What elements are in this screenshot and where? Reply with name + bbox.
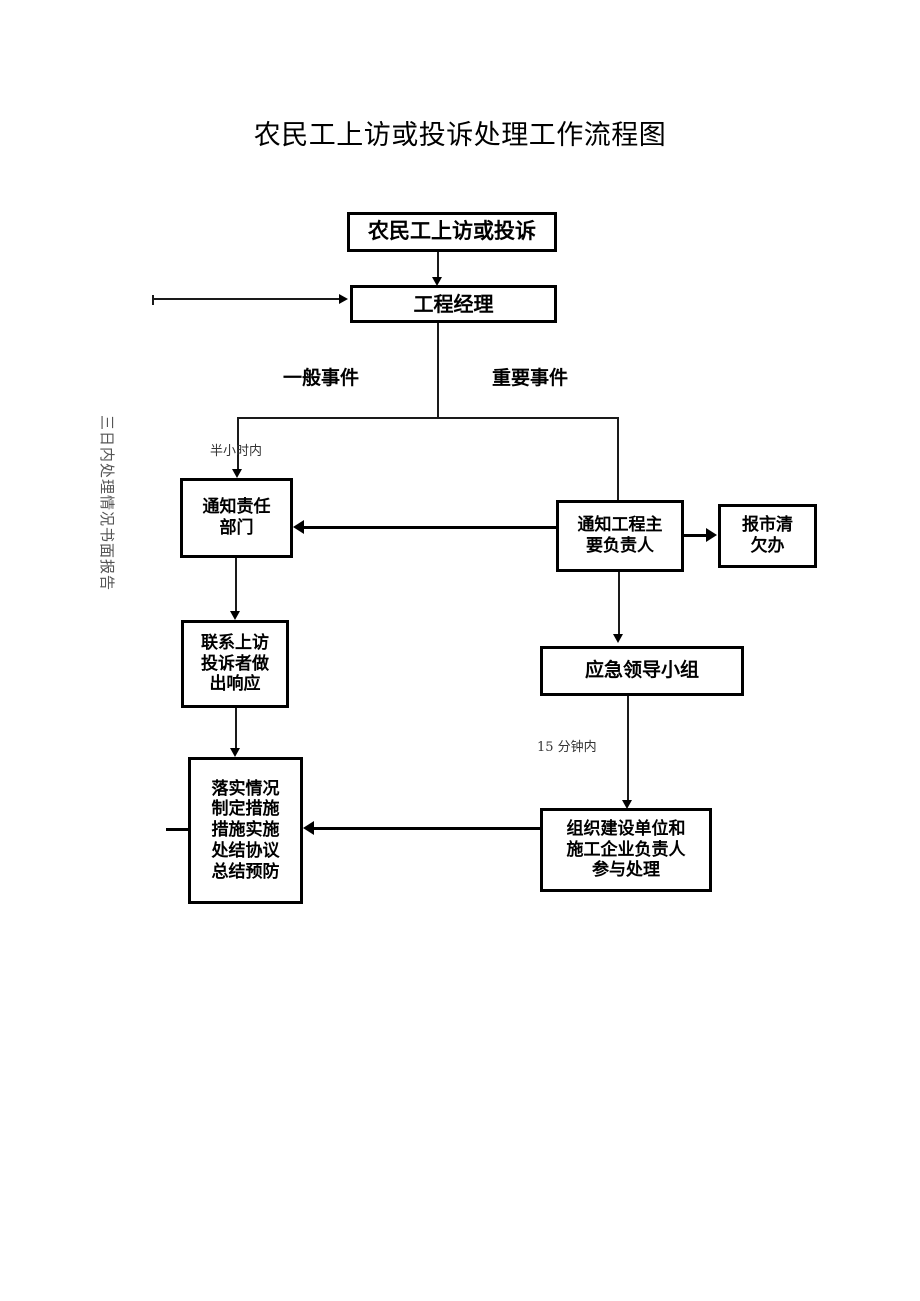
time-label-half-hour: 半小时内 (210, 444, 263, 459)
arrowhead-organize-to-implement (303, 821, 314, 835)
arrowhead-leader-to-emergency (613, 634, 623, 643)
node-emergency-group: 应急领导小组 (540, 646, 744, 696)
connector-right-branch-down (617, 417, 619, 500)
arrowhead-leader-to-office (706, 528, 717, 542)
node-organize-parties-label: 组织建设单位和 施工企业负责人 参与处理 (566, 818, 686, 881)
connector-organize-to-implement (313, 827, 543, 830)
node-complaint: 农民工上访或投诉 (347, 212, 557, 252)
connector-complaint-to-manager (437, 252, 439, 278)
node-notify-dept: 通知责任 部门 (180, 478, 293, 558)
node-organize-parties: 组织建设单位和 施工企业负责人 参与处理 (540, 808, 712, 892)
connector-manager-branch-trunk (437, 323, 439, 418)
node-project-manager-label: 工程经理 (413, 291, 494, 316)
connector-implement-feedback-stub (166, 828, 190, 831)
page-title: 农民工上访或投诉处理工作流程图 (253, 120, 667, 151)
node-report-office-label: 报市清 欠办 (742, 515, 793, 556)
connector-dept-to-contact (235, 558, 237, 614)
connector-leader-to-emergency (618, 572, 620, 637)
node-complaint-label: 农民工上访或投诉 (368, 219, 536, 244)
node-notify-leader-label: 通知工程主 要负责人 (577, 515, 663, 556)
time-label-fifteen-minute: 15 分钟内 (537, 740, 597, 755)
arrowhead-emergency-to-organize (622, 800, 632, 809)
node-emergency-group-label: 应急领导小组 (584, 659, 699, 682)
arrowhead-to-notify-dept (232, 469, 242, 478)
branch-label-important-event: 重要事件 (492, 367, 569, 389)
branch-label-general-event: 一般事件 (283, 367, 360, 389)
side-note-three-day-report: 三日内处理情况书面报告 (98, 415, 116, 592)
node-notify-dept-label: 通知责任 部门 (202, 497, 271, 538)
node-project-manager: 工程经理 (350, 285, 557, 323)
connector-contact-to-implement (235, 708, 237, 751)
node-report-office: 报市清 欠办 (718, 504, 817, 568)
node-contact-respond-label: 联系上访 投诉者做 出响应 (201, 632, 269, 695)
connector-feedback-to-manager (152, 298, 342, 300)
connector-feedback-stub (152, 295, 154, 305)
connector-emergency-to-organize (627, 696, 629, 803)
node-implement: 落实情况 制定措施 措施实施 处结协议 总结预防 (188, 757, 303, 904)
connector-branch-bar (237, 417, 619, 419)
arrowhead-contact-to-implement (230, 748, 240, 757)
arrowhead-complaint-to-manager (432, 277, 442, 286)
connector-leader-to-dept (303, 526, 556, 529)
arrowhead-feedback-to-manager (339, 294, 348, 304)
connector-leader-to-office (684, 534, 708, 537)
arrowhead-dept-to-contact (230, 611, 240, 620)
connector-left-branch-down (237, 417, 239, 472)
node-contact-respond: 联系上访 投诉者做 出响应 (181, 620, 289, 708)
node-notify-leader: 通知工程主 要负责人 (556, 500, 684, 572)
node-implement-label: 落实情况 制定措施 措施实施 处结协议 总结预防 (211, 778, 280, 882)
arrowhead-leader-to-dept (293, 520, 304, 534)
